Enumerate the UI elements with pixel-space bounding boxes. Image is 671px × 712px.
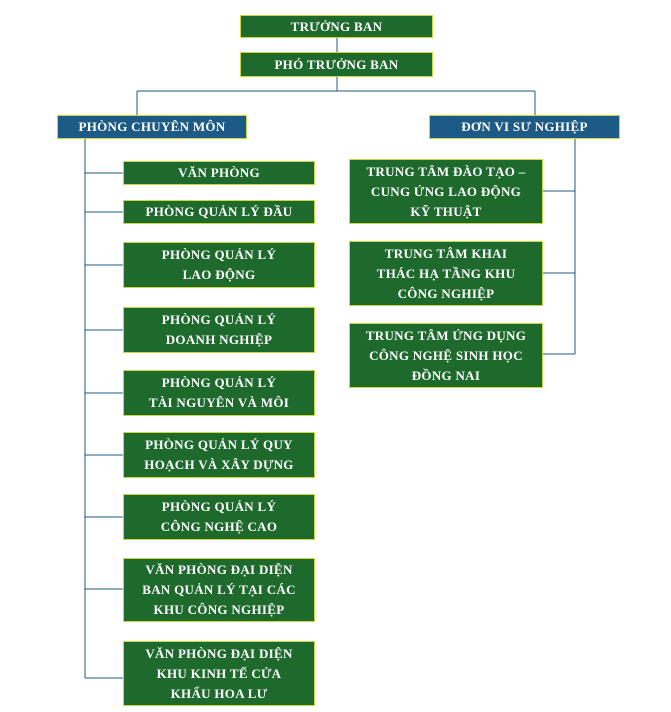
left-unit-box: PHÒNG QUẢN LÝ CÔNG NGHỆ CAO [123,494,315,540]
left-unit-label: VĂN PHÒNG [178,165,260,180]
left-unit-label: PHÒNG QUẢN LÝ LAO ĐỘNG [161,247,277,282]
left-unit-box: VĂN PHÒNG ĐẠI DIỆN KHU KINH TẾ CỬA KHẨU … [123,641,315,706]
left-unit-label: PHÒNG QUẢN LÝ DOANH NGHIỆP [161,312,277,347]
right-unit-box: TRUNG TÂM ĐÀO TẠO – CUNG ỨNG LAO ĐỘNG KỸ… [349,159,543,224]
head-box: TRƯỞNG BAN [240,15,433,38]
right-group-title: ĐƠN VI SƯ NGHIỆP [461,119,588,134]
deputy-box: PHÓ TRƯỞNG BAN [240,52,433,77]
left-unit-box: VĂN PHÒNG ĐẠI DIỆN BAN QUẢN LÝ TẠI CÁC K… [123,558,315,622]
left-unit-box: PHÒNG QUẢN LÝ DOANH NGHIỆP [123,307,315,353]
right-unit-label: TRUNG TÂM ĐÀO TẠO – CUNG ỨNG LAO ĐỘNG KỸ… [366,163,526,219]
left-unit-label: VĂN PHÒNG ĐẠI DIỆN BAN QUẢN LÝ TẠI CÁC K… [142,562,296,617]
left-unit-label: PHÒNG QUẢN LÝ CÔNG NGHỆ CAO [160,499,278,534]
left-unit-box: PHÒNG QUẢN LÝ LAO ĐỘNG [123,242,315,288]
left-unit-box: PHÒNG QUẢN LÝ ĐẦU [123,200,315,224]
left-unit-box: PHÒNG QUẢN LÝ QUY HOẠCH VÀ XÂY DỰNG [123,432,315,478]
left-group-title-box: PHÒNG CHUYÊN MÔN [57,115,247,139]
right-unit-box: TRUNG TÂM ỨNG DỤNG CÔNG NGHỆ SINH HỌC ĐỒ… [349,323,543,388]
left-unit-box: PHÒNG QUẢN LÝ TÀI NGUYÊN VÀ MÔI [123,370,315,416]
left-group-title: PHÒNG CHUYÊN MÔN [78,119,226,134]
left-unit-label: PHÒNG QUẢN LÝ QUY HOẠCH VÀ XÂY DỰNG [144,437,294,472]
head-label: TRƯỞNG BAN [290,18,383,34]
right-group-title-box: ĐƠN VI SƯ NGHIỆP [429,115,620,139]
left-unit-label: VĂN PHÒNG ĐẠI DIỆN KHU KINH TẾ CỬA KHẨU … [145,645,293,701]
right-unit-label: TRUNG TÂM KHAI THÁC HẠ TẦNG KHU CÔNG NGH… [376,245,516,301]
left-unit-box: VĂN PHÒNG [123,161,315,185]
right-unit-label: TRUNG TÂM ỨNG DỤNG CÔNG NGHỆ SINH HỌC ĐỒ… [365,327,527,383]
left-unit-label: PHÒNG QUẢN LÝ ĐẦU [145,204,293,219]
left-unit-label: PHÒNG QUẢN LÝ TÀI NGUYÊN VÀ MÔI [148,375,290,410]
deputy-label: PHÓ TRƯỞNG BAN [274,56,399,72]
right-unit-box: TRUNG TÂM KHAI THÁC HẠ TẦNG KHU CÔNG NGH… [349,241,543,306]
